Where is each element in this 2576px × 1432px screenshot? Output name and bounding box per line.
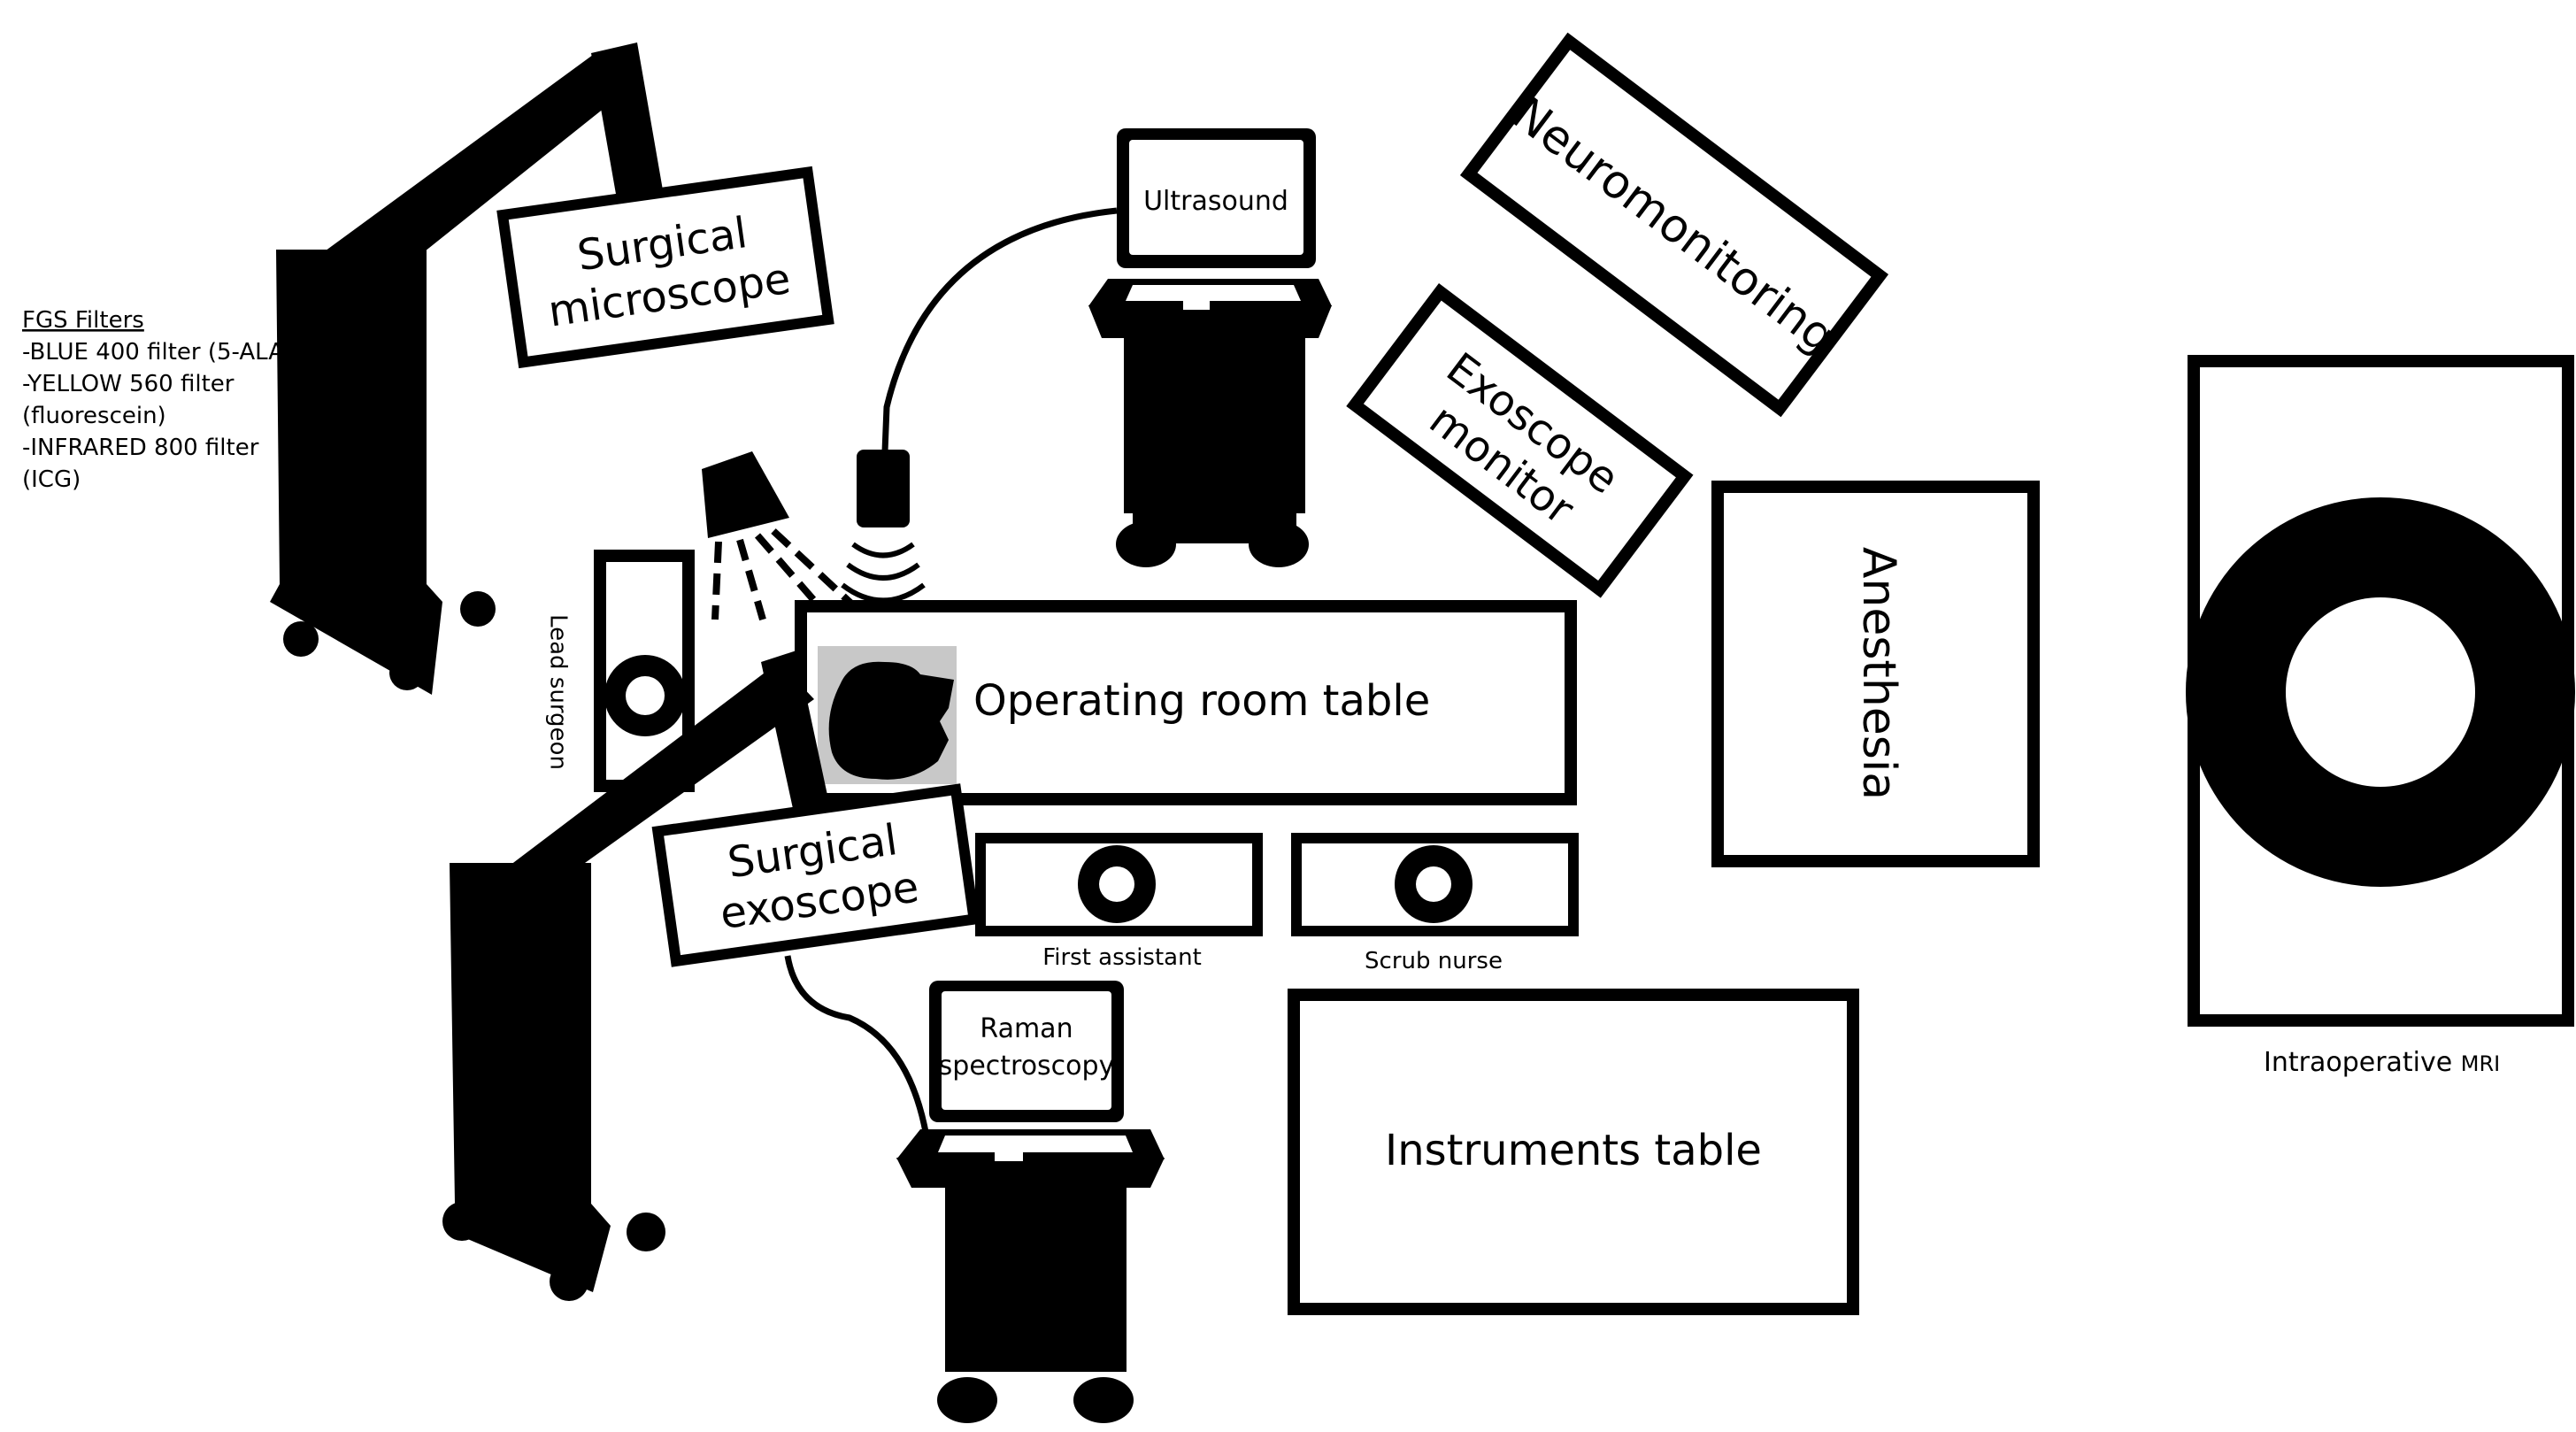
- microscope-wheel-icon: [283, 621, 319, 657]
- microscope-wheel-icon: [460, 591, 496, 627]
- exoscope-column: [447, 863, 611, 1292]
- fgs-filters-title: FGS Filters: [22, 307, 144, 334]
- instruments-table-label: Instruments table: [1385, 1126, 1762, 1175]
- fgs-filters-note: FGS Filters -BLUE 400 filter (5-ALA) -YE…: [22, 307, 293, 493]
- exoscope-monitor: Exoscope monitor: [1346, 282, 1694, 598]
- instruments-table: Instruments table: [1288, 989, 1859, 1315]
- ultrasound-label: Ultrasound: [1143, 186, 1288, 217]
- exoscope-wheel-icon: [442, 1202, 481, 1241]
- microscope-arm: [305, 55, 627, 266]
- neuromonitoring-box: [1459, 32, 1889, 418]
- instruments-table-box: [1288, 989, 1859, 1315]
- fgs-filter-infrared: -INFRARED 800 filter: [22, 435, 259, 461]
- operating-room-table: Operating room table: [795, 600, 1577, 805]
- raman-label: Raman: [980, 1013, 1073, 1044]
- raman-wheel-icon: [937, 1377, 997, 1423]
- anesthesia-box: [1711, 481, 2040, 867]
- patient-head-icon: [828, 661, 954, 780]
- fgs-filter-yellow-note: (fluorescein): [22, 403, 166, 429]
- first-assistant-label: First assistant: [1042, 944, 1202, 971]
- ultrasound-probe-icon: [857, 450, 910, 527]
- exoscope-cable: [784, 955, 931, 1143]
- microscope-arm-drop: [591, 42, 665, 214]
- operating-table-label: Operating room table: [973, 676, 1430, 726]
- fgs-filter-yellow: -YELLOW 560 filter: [22, 371, 235, 397]
- ultrasound-cable: [881, 207, 1118, 452]
- intraoperative-mri-label: Intraoperative MRI: [2264, 1047, 2500, 1078]
- ultrasound-cart-top: [1088, 305, 1332, 338]
- raman-spectroscopy-station: Raman spectroscopy: [896, 981, 1165, 1423]
- fgs-filter-infrared-note: (ICG): [22, 466, 81, 493]
- scrub-nurse-label: Scrub nurse: [1365, 948, 1503, 974]
- light-beam: [711, 541, 722, 620]
- anesthesia-station: Anesthesia: [1711, 481, 2040, 867]
- scrub-nurse: Scrub nurse: [1291, 833, 1579, 974]
- raman-label-2: spectroscopy: [939, 1051, 1115, 1082]
- exoscope-wheel-icon: [550, 1262, 588, 1301]
- surgical-light-lamp-icon: [702, 451, 789, 538]
- surgical-microscope: Surgical microscope: [270, 42, 834, 695]
- lead-surgeon-label: Lead surgeon: [545, 614, 572, 770]
- raman-wheel-icon: [1073, 1377, 1134, 1423]
- fgs-filter-blue: -BLUE 400 filter (5-ALA): [22, 339, 293, 366]
- anesthesia-label: Anesthesia: [1852, 547, 1905, 800]
- ultrasound-station: Ultrasound: [841, 128, 1332, 604]
- intraoperative-mri: Intraoperative MRI: [2186, 355, 2575, 1078]
- raman-cart: [945, 1186, 1127, 1372]
- exoscope-arm-drop: [761, 651, 836, 845]
- exoscope-arm: [496, 662, 814, 876]
- exoscope-wheel-icon: [627, 1213, 665, 1251]
- raman-cart-top: [896, 1158, 1165, 1188]
- surgical-microscope-label-box: [496, 166, 834, 369]
- surgical-exoscope: Surgical exoscope: [442, 651, 980, 1301]
- surgical-exoscope-label-box: [651, 783, 980, 967]
- microscope-column: [270, 250, 442, 695]
- microscope-wheel-icon: [389, 655, 425, 690]
- exoscope-monitor-box: [1346, 282, 1694, 598]
- surgical-light: [702, 451, 879, 629]
- ultrasound-cart: [1124, 336, 1305, 513]
- first-assistant: First assistant: [975, 833, 1263, 971]
